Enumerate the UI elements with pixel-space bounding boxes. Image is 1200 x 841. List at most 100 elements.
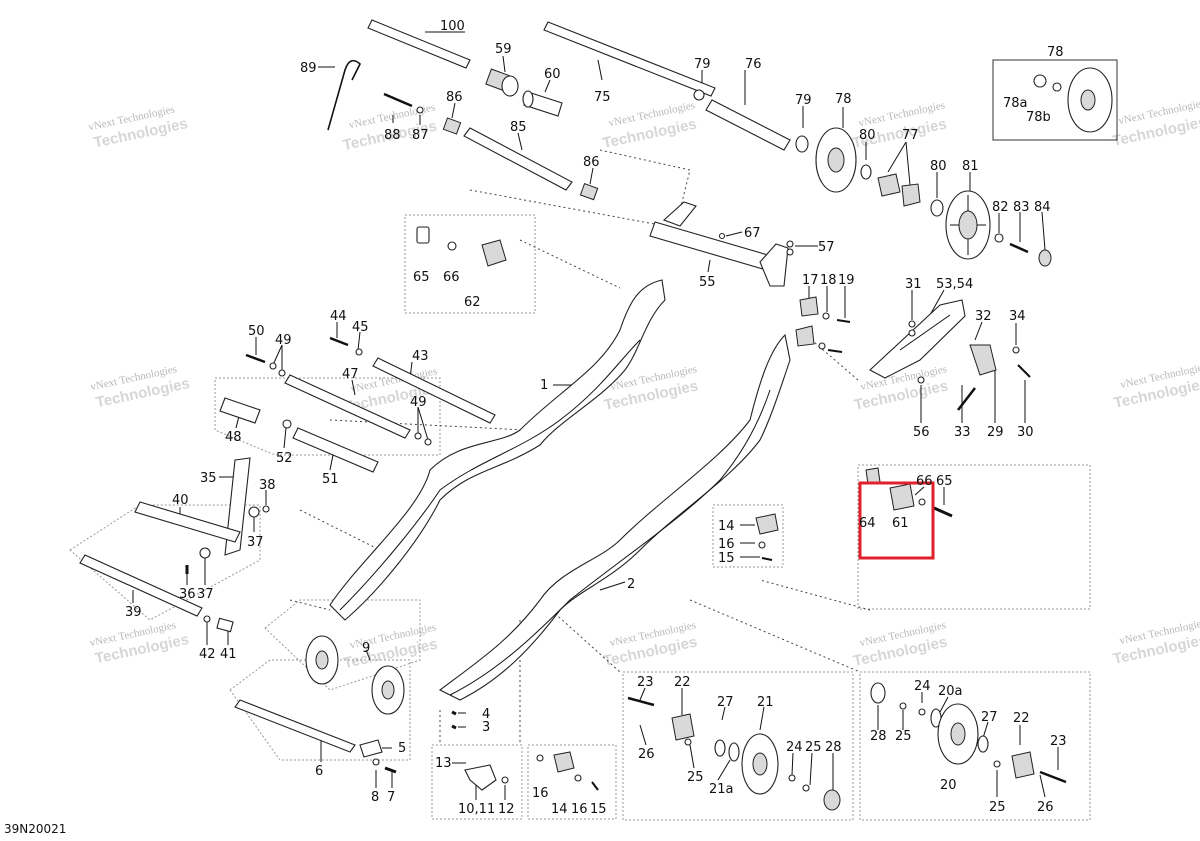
bolt-65 <box>416 226 430 244</box>
bolt-44 <box>329 336 349 347</box>
screw-19 <box>827 349 843 353</box>
callout-label: 36 <box>179 587 196 602</box>
washer-87 <box>416 106 424 114</box>
bushing-37 <box>248 506 260 518</box>
callout-label: 23 <box>637 675 654 690</box>
callout-label: 14 <box>718 519 735 534</box>
callout-label: 80 <box>930 159 947 174</box>
callout-label: 41 <box>220 647 237 662</box>
callout-label: 75 <box>594 90 611 105</box>
wheel-81 <box>945 190 991 260</box>
callout-label: 38 <box>259 478 276 493</box>
callout-label: 8 <box>371 790 379 805</box>
washer-49 <box>269 362 277 370</box>
bushing-22 <box>1011 751 1035 779</box>
washer-49 <box>424 438 432 446</box>
shaft-43 <box>372 357 496 424</box>
callout-label: 29 <box>987 425 1004 440</box>
callout-label: 40 <box>172 493 189 508</box>
callout-label: 78 <box>835 92 852 107</box>
bushing-37 <box>199 547 211 559</box>
callout-label: 12 <box>498 802 515 817</box>
washer-16 <box>758 541 766 549</box>
washer-27 <box>977 735 989 753</box>
cap-84 <box>1038 249 1052 267</box>
wheel-78 <box>815 127 857 193</box>
nut-25 <box>802 784 810 792</box>
washer-21a <box>728 742 740 762</box>
callout-label: 21 <box>757 695 774 710</box>
callout-label: 25 <box>805 740 822 755</box>
bracket-10-11 <box>464 764 497 791</box>
shaft-85 <box>463 127 573 191</box>
callout-label: 60 <box>544 67 561 82</box>
callout-label: 33 <box>954 425 971 440</box>
callout-label: 86 <box>446 90 463 105</box>
washer-49 <box>414 432 422 440</box>
callout-label: 16 <box>532 786 549 801</box>
washer-45 <box>355 348 363 356</box>
shaft-6 <box>234 699 356 753</box>
callout-label: 78 <box>1047 45 1064 60</box>
callout-label: 17 <box>802 273 819 288</box>
nut-24 <box>918 708 926 716</box>
bracket-53-54 <box>869 299 966 379</box>
group-box-20 <box>859 671 1091 821</box>
callout-label: 44 <box>330 309 347 324</box>
bushing-59 <box>485 68 519 97</box>
bolt-83 <box>1009 242 1029 254</box>
callout-label: 1 <box>540 378 548 393</box>
bracket-32 <box>969 344 997 376</box>
callout-label: 49 <box>275 333 292 348</box>
washer-80 <box>860 164 872 180</box>
spacer-48 <box>219 397 261 424</box>
callout-label: 31 <box>905 277 922 292</box>
group-box-21 <box>622 671 854 821</box>
nut-31 <box>908 329 916 337</box>
callout-label: 10,11 <box>458 802 495 817</box>
washer-16 <box>574 774 582 782</box>
callout-label: 67 <box>744 226 761 241</box>
callout-label: 56 <box>913 425 930 440</box>
callout-label: 27 <box>717 695 734 710</box>
callout-label: 25 <box>687 770 704 785</box>
group-box-61 <box>857 464 1091 610</box>
callout-label: 57 <box>818 240 835 255</box>
leader-lines <box>132 31 1059 800</box>
callout-label: 24 <box>786 740 803 755</box>
callout-label: 77 <box>902 128 919 143</box>
bolt-88 <box>383 92 413 108</box>
callout-label: 16 <box>571 802 588 817</box>
callout-label: 62 <box>464 295 481 310</box>
callout-label: 65 <box>413 270 430 285</box>
screw-15 <box>591 781 599 791</box>
callout-label: 89 <box>300 61 317 76</box>
washer-79 <box>693 89 705 101</box>
slider-14 <box>553 751 575 773</box>
callout-label: 45 <box>352 320 369 335</box>
callout-label: 48 <box>225 430 242 445</box>
callout-label: 65 <box>936 474 953 489</box>
callout-label: 84 <box>1034 200 1051 215</box>
wheel-9 <box>305 635 405 715</box>
screw-19 <box>836 319 851 323</box>
callout-label: 7 <box>387 790 395 805</box>
callout-label: 55 <box>699 275 716 290</box>
bushing-77 <box>901 183 921 207</box>
washer-27 <box>714 739 726 757</box>
callout-label: 32 <box>975 309 992 324</box>
callout-label: 24 <box>914 679 931 694</box>
plate-5 <box>359 739 383 758</box>
callout-label: 59 <box>495 42 512 57</box>
callout-label: 18 <box>820 273 837 288</box>
spacer-60 <box>522 90 563 117</box>
bolt-41 <box>216 617 234 633</box>
nut-34 <box>1012 346 1020 354</box>
cross-shaft-55 <box>649 201 789 287</box>
rail-1 <box>329 279 666 621</box>
bolt-23 <box>1039 770 1067 784</box>
callout-label: 26 <box>638 747 655 762</box>
wheel-78-detail <box>1033 67 1113 133</box>
group-box-9 <box>264 599 421 691</box>
callout-label: 43 <box>412 349 429 364</box>
